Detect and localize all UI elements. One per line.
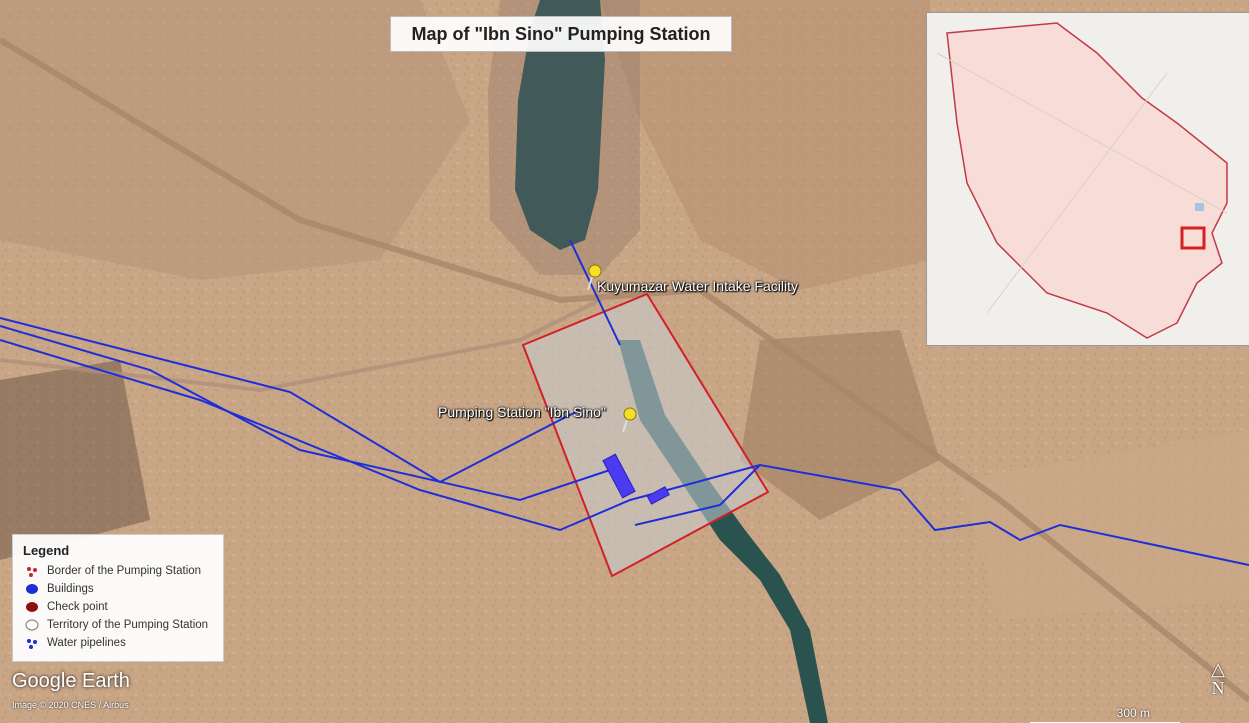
terrain-patch [960,430,1249,620]
legend-item-pipelines: Water pipelines [25,634,223,652]
legend: Legend Border of the Pumping Station Bui… [12,534,224,662]
station-label: Pumping Station "Ibn Sino" [438,404,606,420]
terrain-patch [600,0,930,290]
red-dots-icon [25,565,39,577]
north-label: N [1211,678,1225,698]
terrain-patch [0,0,470,280]
reservoir [515,0,605,250]
station-territory[interactable] [521,292,770,578]
intake-pin-icon[interactable] [587,264,602,291]
road [0,288,621,393]
buildings[interactable] [602,453,670,505]
legend-item-checkpoint: Check point [25,598,223,616]
blue-polygon-icon [25,583,39,595]
intake-label: Kuyumazar Water Intake Facility [597,278,798,294]
white-polygon-icon [25,619,39,631]
north-arrow-icon[interactable]: △ N [1208,660,1228,706]
google-earth-logo: Google Earth [12,670,130,692]
legend-item-buildings: Buildings [25,580,223,598]
water-pipelines [0,239,1249,566]
legend-item-border: Border of the Pumping Station [25,562,223,580]
imagery-credit: Image © 2020 CNES / Airbus [12,700,129,710]
legend-label: Water pipelines [47,637,126,649]
red-polygon-icon [25,601,39,613]
terrain-patch [740,330,940,520]
blue-dots-icon [25,637,39,649]
station-pin-icon[interactable] [622,407,637,433]
legend-label: Buildings [47,583,94,595]
inset-map-graphic [927,13,1249,345]
legend-title: Legend [23,543,70,558]
map-title: Map of "Ibn Sino" Pumping Station [390,16,732,52]
legend-label: Territory of the Pumping Station [47,619,209,631]
legend-item-territory: Territory of the Pumping Station [25,616,223,634]
scale-label: 300 m [1116,706,1150,720]
legend-label: Check point [47,601,108,613]
legend-label: Border of the Pumping Station [47,565,202,577]
reservoir-shore [488,0,640,275]
scale-bar: 300 m [1030,702,1180,723]
location-marker [1180,226,1206,250]
locator-inset-map[interactable] [926,12,1249,346]
road [0,37,1249,703]
terrain-patch [0,360,150,560]
